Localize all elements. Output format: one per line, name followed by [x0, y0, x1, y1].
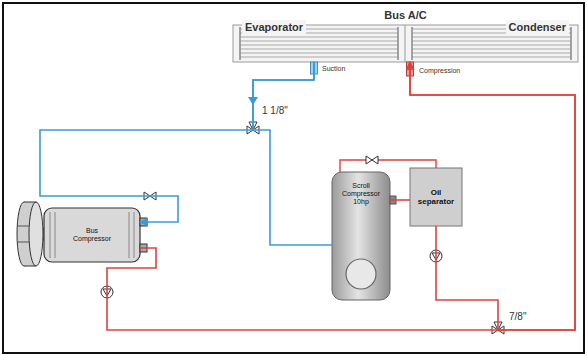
- condenser-coil: Condenser: [405, 25, 578, 62]
- pulley-groove: [17, 226, 29, 227]
- oil-return-line: [340, 160, 436, 172]
- coil-end-plate: [239, 27, 241, 60]
- coil-tube: [240, 37, 398, 38]
- node-text: Condenser: [506, 20, 569, 35]
- oil-separator-body: [410, 168, 462, 226]
- coil-divider: [405, 25, 406, 62]
- coil-tube: [240, 49, 398, 50]
- coil-end-plate: [397, 27, 399, 60]
- pipe-connector: [410, 62, 575, 330]
- coil-tube: [240, 41, 398, 42]
- evaporator-coil: Evaporator: [233, 25, 405, 62]
- scroll-compressor-shell: [332, 172, 390, 300]
- pipe-size: 7/8": [508, 311, 527, 323]
- coil-tube: [240, 57, 398, 58]
- body-rib: [55, 212, 56, 258]
- body-ribs: [50, 212, 134, 258]
- coil-tube: [412, 41, 571, 42]
- coil-tube: [412, 37, 571, 38]
- port-label: Suction: [321, 64, 346, 73]
- pipe-connector: [390, 199, 410, 201]
- coil-tube: [412, 57, 571, 58]
- pipe-size: 1 1/8": [261, 105, 289, 117]
- port-label: Compression: [418, 66, 461, 75]
- pulley: [29, 202, 43, 266]
- coil-tube: [240, 53, 398, 54]
- coil-tube: [412, 45, 571, 46]
- frame: [3, 3, 584, 353]
- pipe-connector: [107, 62, 575, 330]
- coil-tube: [412, 49, 571, 50]
- node-text: Oil separator: [413, 188, 459, 206]
- pulley: [24, 266, 36, 267]
- coil-end-plate: [570, 27, 572, 60]
- oil-separator: Oil separator: [410, 168, 462, 226]
- coil-tube: [240, 45, 398, 46]
- body-rib: [129, 212, 130, 258]
- node-text: Scroll Compressor 10hp: [338, 182, 384, 206]
- coil-tube: [412, 53, 571, 54]
- node-text: Bus Compressor: [64, 226, 120, 244]
- scroll-compressor: Scroll Compressor 10hp: [332, 172, 390, 300]
- ac-unit: Bus A/CEvaporatorCondenser: [233, 25, 578, 62]
- pipe-connector: [253, 62, 332, 245]
- body-rib: [134, 212, 135, 258]
- shutoff-valve: [366, 156, 378, 164]
- bus-compressor: Bus Compressor: [44, 208, 140, 262]
- node-text: Evaporator: [242, 20, 306, 35]
- pulley: [24, 202, 36, 203]
- body-rib: [50, 212, 51, 258]
- pipe-connector: [40, 62, 314, 222]
- pulley-groove: [17, 242, 29, 243]
- bus-compressor-body: [44, 208, 140, 262]
- terminal-cover: [346, 259, 376, 289]
- coil-end-plate: [411, 27, 413, 60]
